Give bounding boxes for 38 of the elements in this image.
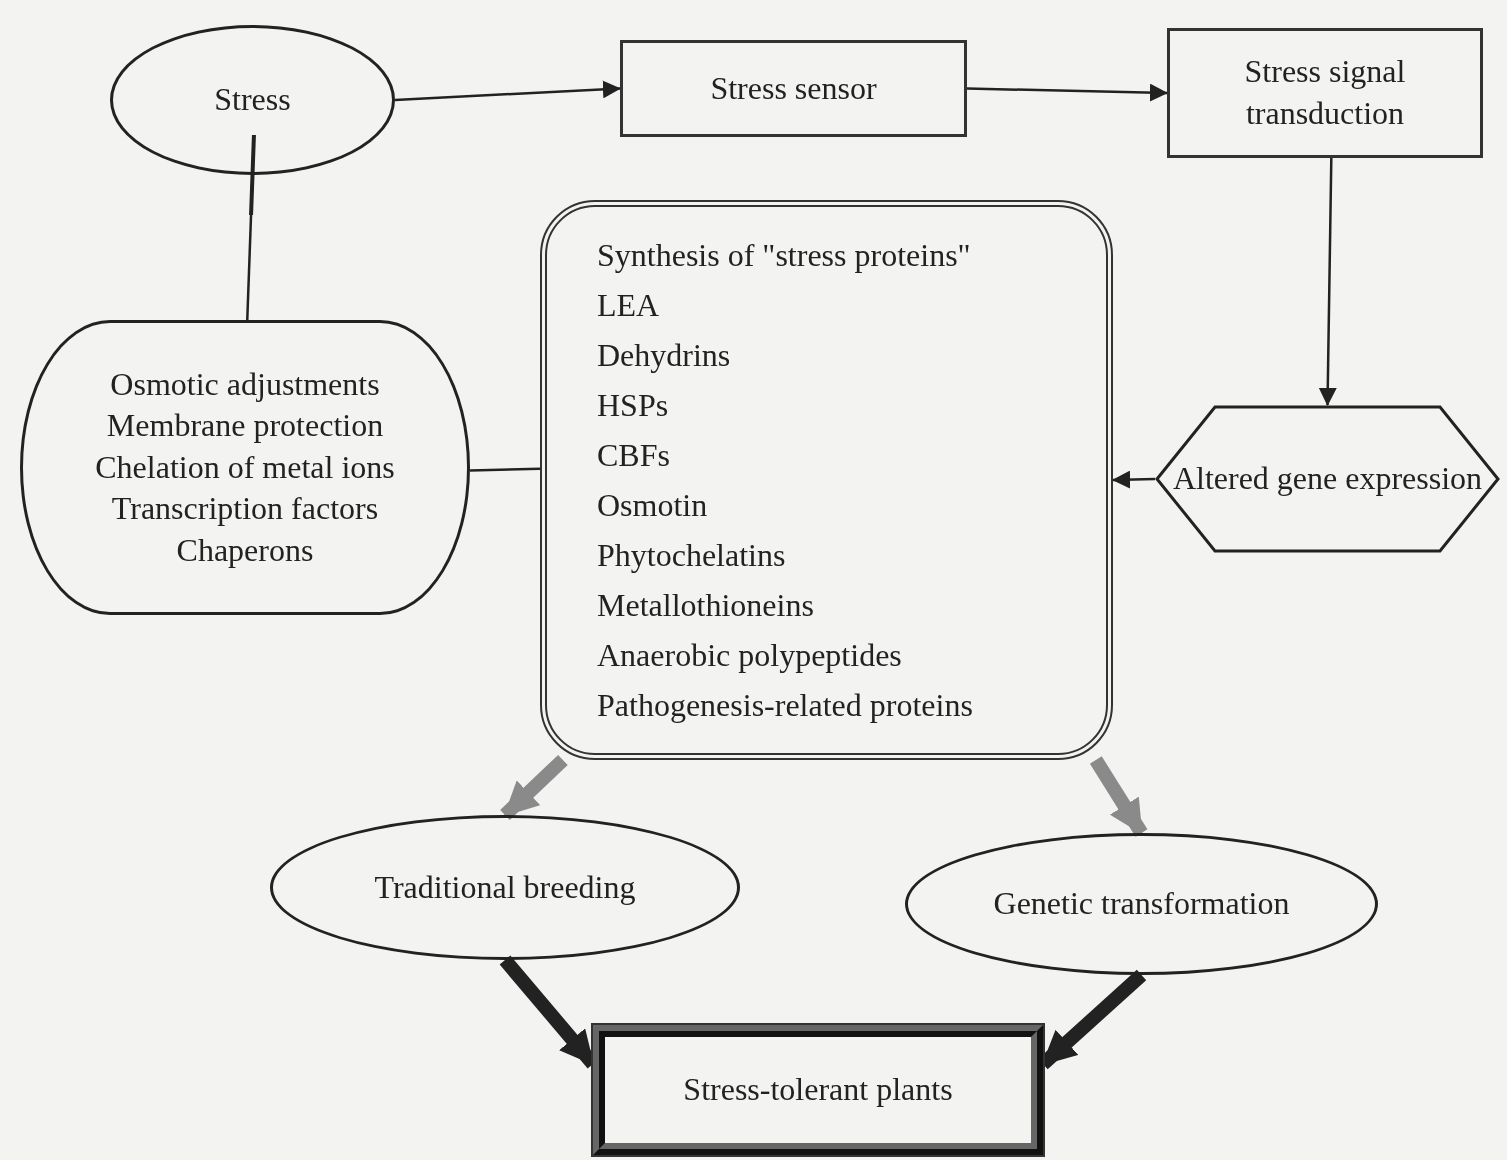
arrow bbox=[500, 754, 568, 821]
list-item: Anaerobic polypeptides bbox=[597, 636, 902, 675]
list-heading: Synthesis of "stress proteins" bbox=[597, 236, 971, 275]
node-label: Membrane protection bbox=[106, 406, 384, 446]
list-item: LEA bbox=[597, 286, 660, 325]
list-item: HSPs bbox=[597, 386, 669, 425]
rounded-box bbox=[20, 320, 470, 615]
arrow bbox=[1112, 470, 1156, 489]
inhibition-line bbox=[246, 133, 256, 321]
node-label: Altered gene expression bbox=[1172, 459, 1483, 499]
node-label: Chaperons bbox=[176, 530, 314, 570]
node-label: Stress bbox=[214, 80, 291, 120]
node-label: Chelation of metal ions bbox=[95, 447, 395, 487]
node-label: Stress signal transduction bbox=[1243, 52, 1407, 133]
process-box bbox=[1167, 28, 1483, 158]
connector-line bbox=[469, 467, 541, 472]
list-item: Dehydrins bbox=[597, 336, 731, 375]
hexagon-node bbox=[1155, 405, 1500, 553]
list-item: Pathogenesis-related proteins bbox=[597, 686, 973, 725]
list-item: CBFs bbox=[597, 436, 670, 475]
oval-node bbox=[905, 833, 1378, 975]
node-label: Stress sensor bbox=[710, 68, 877, 108]
framed-box bbox=[593, 1025, 1043, 1155]
node-label: Osmotic adjustments bbox=[110, 364, 380, 404]
arrow bbox=[394, 80, 621, 102]
arrow bbox=[966, 83, 1168, 102]
node-label: Transcription factors bbox=[111, 489, 379, 529]
node-label: Traditional breeding bbox=[374, 867, 636, 907]
process-box bbox=[620, 40, 967, 137]
node-label: Stress-tolerant plants bbox=[683, 1070, 953, 1110]
oval-node bbox=[270, 815, 740, 960]
arrow bbox=[1318, 157, 1337, 406]
oval-node bbox=[110, 25, 395, 175]
node-label: Genetic transformation bbox=[993, 884, 1290, 924]
list-item: Metallothioneins bbox=[597, 586, 814, 625]
list-item: Phytochelatins bbox=[597, 536, 786, 575]
rounded-box bbox=[540, 200, 1113, 760]
list-item: Osmotin bbox=[597, 486, 708, 525]
